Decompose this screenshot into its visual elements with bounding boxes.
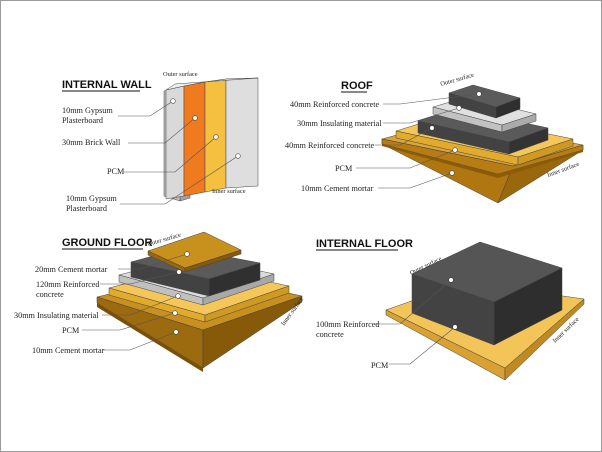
internal-wall-panel: INTERNAL WALL Outer surface Inner surfac… bbox=[62, 71, 259, 213]
internal-floor-title: INTERNAL FLOOR bbox=[316, 238, 413, 250]
gf-leader-mortar-upper bbox=[118, 253, 188, 270]
wall-label-pcm: PCM bbox=[107, 167, 125, 176]
roof-panel: ROOF Outer surface Inner surface 40mm Re… bbox=[285, 72, 584, 204]
gf-marker-insulation bbox=[175, 293, 181, 299]
gf-leader-mortar bbox=[102, 331, 177, 351]
roof-label-mortar: 10mm Cement mortar bbox=[301, 184, 374, 193]
gf-mortar-edge bbox=[97, 303, 203, 372]
gf-leader-concrete bbox=[100, 271, 180, 285]
wall-label-brick: 30mm Brick Wall bbox=[62, 138, 121, 147]
wall-label-gypsum-2b: Plasterboard bbox=[66, 204, 107, 213]
gf-layer-pcm-right bbox=[204, 285, 290, 323]
wall-label-gypsum-1a: 10mm Gypsum bbox=[62, 106, 113, 115]
gf-label-mortar-upper: 20mm Cement mortar bbox=[35, 265, 108, 274]
roof-marker-concrete-lower bbox=[429, 125, 435, 131]
roof-marker-pcm bbox=[452, 147, 458, 153]
roof-layer-insulation-right bbox=[501, 113, 537, 133]
roof-label-concrete-upper: 40mm Reinforced concrete bbox=[290, 100, 379, 109]
wall-marker-gypsum-inner bbox=[235, 153, 241, 159]
wall-layer-brick bbox=[183, 81, 206, 197]
gf-marker-concrete bbox=[176, 269, 182, 275]
if-layer-concrete-right bbox=[493, 267, 563, 346]
roof-layer-concrete-upper-right bbox=[495, 97, 521, 119]
roof-marker-concrete-upper bbox=[476, 91, 482, 97]
wall-leader-gypsum-inner bbox=[120, 155, 239, 205]
ground-floor-title: GROUND FLOOR bbox=[62, 237, 152, 249]
gf-label-concrete-a: 120mm Reinforced bbox=[36, 280, 99, 289]
if-leader-concrete bbox=[375, 279, 452, 325]
wall-layer-gypsum-inner bbox=[225, 77, 259, 189]
roof-outer-surface-label: Outer surface bbox=[440, 72, 475, 88]
wall-label-gypsum-1b: Plasterboard bbox=[62, 116, 103, 125]
wall-outer-surface-label: Outer surface bbox=[163, 71, 198, 78]
if-leader-pcm bbox=[389, 326, 456, 365]
wall-leader-pcm bbox=[124, 136, 217, 173]
gf-layer-concrete-right bbox=[208, 262, 261, 297]
roof-title: ROOF bbox=[341, 80, 373, 92]
roof-mortar-edge bbox=[382, 144, 583, 178]
wall-marker-brick bbox=[192, 115, 198, 121]
gf-label-concrete-b: concrete bbox=[36, 290, 64, 299]
if-marker-concrete bbox=[448, 277, 454, 283]
internal-wall-title: INTERNAL WALL bbox=[62, 79, 152, 91]
if-layer-pcm-right bbox=[504, 298, 585, 381]
roof-label-concrete-lower: 40mm Reinforced concrete bbox=[285, 141, 374, 150]
wall-label-gypsum-2a: 10mm Gypsum bbox=[66, 194, 117, 203]
gf-layer-mortar-right bbox=[202, 295, 303, 369]
gf-marker-mortar bbox=[173, 329, 179, 335]
wall-marker-pcm bbox=[213, 134, 219, 140]
gf-layer-mortar-upper-right bbox=[184, 249, 242, 273]
roof-leader-insulation bbox=[383, 107, 460, 124]
roof-marker-mortar bbox=[449, 170, 455, 176]
gf-label-pcm: PCM bbox=[62, 326, 80, 335]
gf-label-mortar: 10mm Cement mortar bbox=[32, 346, 105, 355]
if-label-concrete-b: concrete bbox=[316, 330, 344, 339]
roof-marker-insulation bbox=[456, 105, 462, 111]
if-label-pcm: PCM bbox=[371, 361, 389, 370]
if-label-concrete-a: 100mm Reinforced bbox=[316, 320, 379, 329]
internal-floor-panel: INTERNAL FLOOR Outer surface Inner surfa… bbox=[316, 238, 585, 381]
if-marker-pcm bbox=[452, 324, 458, 330]
gf-label-insulation: 30mm Insulating material bbox=[14, 311, 99, 320]
roof-layer-pcm-right bbox=[517, 138, 574, 166]
wall-top-face bbox=[165, 77, 259, 91]
gf-marker-mortar-upper bbox=[184, 251, 190, 257]
roof-leader-concrete-upper bbox=[383, 93, 480, 105]
gf-leader-insulation bbox=[102, 295, 179, 316]
ground-floor-panel: GROUND FLOOR Outer surface Inner surface… bbox=[14, 232, 305, 372]
gf-marker-pcm bbox=[172, 310, 178, 316]
wall-layer-gypsum-outer bbox=[165, 85, 185, 200]
gf-leader-pcm bbox=[82, 312, 176, 331]
wall-leader-brick bbox=[128, 117, 196, 144]
wall-marker-gypsum-outer bbox=[170, 98, 176, 104]
roof-leader-pcm bbox=[356, 149, 456, 169]
wall-leader-gypsum-outer bbox=[118, 100, 174, 117]
roof-layer-concrete-lower-right bbox=[508, 127, 549, 155]
roof-leader-mortar bbox=[378, 172, 453, 189]
roof-leader-concrete-lower bbox=[375, 127, 433, 146]
roof-label-insulation: 30mm Insulating material bbox=[297, 119, 382, 128]
roof-label-pcm: PCM bbox=[335, 164, 353, 173]
wall-inner-surface-label: Inner surface bbox=[212, 188, 246, 195]
